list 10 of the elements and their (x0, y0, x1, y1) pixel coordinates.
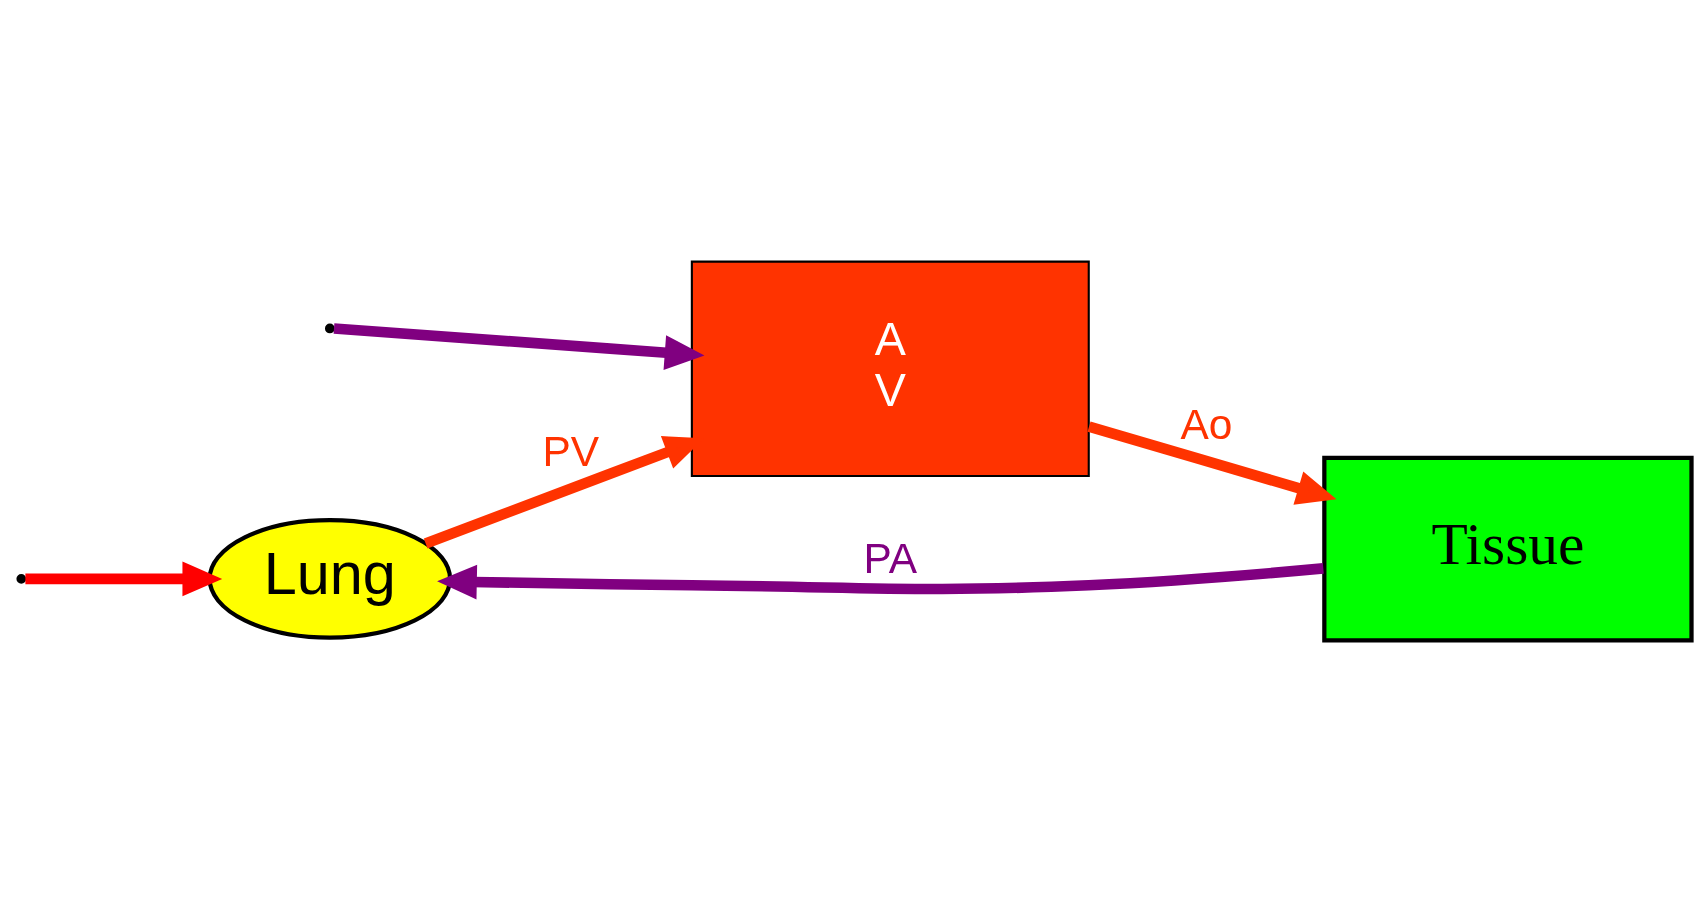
node-ellipse: Lung (207, 518, 452, 640)
node-box: Tissue (1321, 455, 1694, 643)
edge-label: Ao (1180, 400, 1232, 448)
node-box: A V (690, 260, 1090, 477)
arrow (24, 561, 222, 597)
arrow (1087, 421, 1337, 505)
arrow (436, 563, 1324, 600)
edge-label: PA (863, 534, 917, 582)
arrow (333, 323, 704, 370)
edge-label: PV (542, 428, 599, 476)
